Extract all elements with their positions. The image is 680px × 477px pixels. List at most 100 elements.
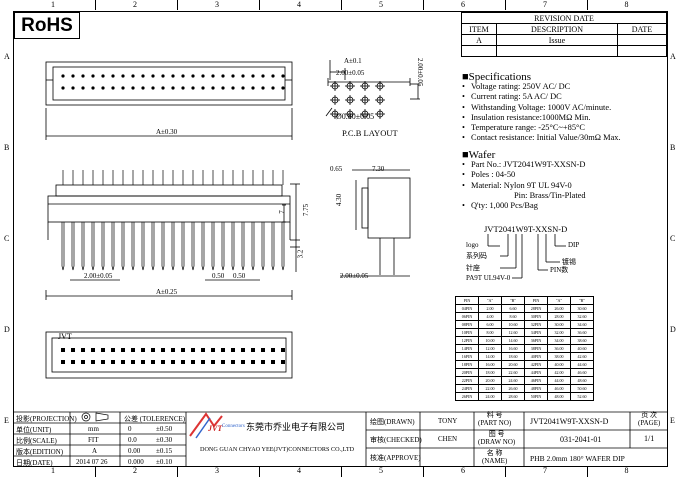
- square-bullet-icon: ■: [462, 71, 469, 83]
- table-cell: 6.00: [478, 320, 502, 329]
- company-name-en: DONG GUAN CHYAO YEE(JVT)CONNECTORS CO.,L…: [200, 446, 355, 453]
- unit-label: 单位(UNIT): [16, 426, 52, 434]
- bottom-view-pin: [181, 348, 185, 352]
- date-value: 2014 07 26: [76, 458, 108, 466]
- dim-a030: A±0.30: [156, 128, 178, 136]
- edition-label: 版本(EDITION): [16, 448, 64, 456]
- table-cell: 38.00: [547, 352, 571, 361]
- side-pin-leg: [251, 222, 255, 271]
- name-label: 名 称 (NAME): [482, 449, 508, 465]
- table-cell: 42.60: [570, 352, 594, 361]
- ruler-col-7: 7: [543, 466, 547, 475]
- side-pin-leg: [261, 222, 265, 271]
- wafer-text: Poles : 04-50: [471, 170, 516, 180]
- breakdown-logo: logo: [466, 241, 479, 249]
- bottom-view-pin: [131, 360, 135, 364]
- hole-diameter: Ø0.80±0.05: [336, 112, 375, 121]
- checked-label: 审核(CHECKED): [370, 436, 422, 444]
- top-view-pin: [131, 74, 135, 78]
- ruler-tick: [587, 0, 588, 10]
- pcb-layout-caption: P.C.B LAYOUT: [342, 128, 398, 138]
- spec-text: Withstanding Voltage: 1000V AC/minute.: [471, 102, 612, 112]
- checked-value: CHEN: [438, 435, 458, 443]
- revision-table: REVISION DATE ITEM DESCRIPTION DATE A Is…: [461, 12, 667, 57]
- bottom-view-pin: [251, 348, 255, 352]
- top-view-pin: [141, 86, 145, 90]
- table-cell: 2.00: [478, 304, 502, 313]
- scale-value: FIT: [88, 436, 99, 444]
- top-view-pin: [171, 74, 175, 78]
- specifications-heading: Specifications: [468, 71, 531, 83]
- bullet-icon: •: [462, 123, 465, 133]
- wafer-item: •Poles : 04-50: [462, 170, 586, 180]
- bottom-view-pin: [61, 348, 65, 352]
- ruler-row-C: C: [4, 233, 10, 243]
- table-cell: 14.00: [478, 352, 502, 361]
- bottom-view-pin: [161, 348, 165, 352]
- table-cell: 10.60: [501, 320, 525, 329]
- top-view-pin: [261, 74, 265, 78]
- table-cell: 24.60: [501, 376, 525, 385]
- bottom-view-pin: [91, 360, 95, 364]
- drawing-frame: [13, 11, 668, 467]
- side-pin-leg: [191, 222, 195, 271]
- top-view-pin: [271, 74, 275, 78]
- dim-730: 7.30: [372, 165, 385, 173]
- bottom-view-pin: [271, 360, 275, 364]
- table-cell: 28PIN: [524, 304, 548, 313]
- side-pin-leg: [171, 222, 175, 271]
- wafer-item: •Q'ty: 1,000 Pcs/Bag: [462, 201, 586, 211]
- bottom-view-pin: [261, 360, 265, 364]
- date-label: 日期(DATE): [16, 459, 53, 467]
- ruler-tick: [95, 467, 96, 477]
- part-no-label: 料 号 (PART NO): [478, 411, 512, 427]
- table-cell: 38.60: [570, 336, 594, 345]
- table-cell: 48.60: [570, 376, 594, 385]
- bottom-view-pin: [181, 360, 185, 364]
- dim-050: 0.50: [212, 272, 225, 280]
- ruler-tick: [259, 0, 260, 10]
- top-view-pin: [161, 86, 165, 90]
- ruler-tick: [505, 0, 506, 10]
- table-cell: 42PIN: [524, 360, 548, 369]
- spec-text: Contact resistance: Initial Value/30mΩ M…: [471, 133, 621, 143]
- top-view-pin: [111, 74, 115, 78]
- pin-table-header-cell: "B": [501, 296, 525, 305]
- top-view-pin: [211, 86, 215, 90]
- table-cell: 32.60: [570, 312, 594, 321]
- part-no-value: JVT2041W9T-XXSN-D: [530, 417, 609, 426]
- table-cell: 16.60: [501, 344, 525, 353]
- table-cell: 46.00: [547, 384, 571, 393]
- wafer-text: Pin: Brass/Tin-Plated: [514, 190, 586, 200]
- table-cell: 32.00: [547, 328, 571, 337]
- table-cell: 18PIN: [455, 360, 479, 369]
- spec-text: Insulation resistance:1000MΩ Min.: [471, 112, 591, 122]
- bottom-view-pin: [141, 360, 145, 364]
- ruler-tick: [587, 467, 588, 477]
- bottom-view-pin: [141, 348, 145, 352]
- bottom-view-pin: [71, 348, 75, 352]
- top-view-pin: [201, 74, 205, 78]
- table-cell: 04PIN: [455, 304, 479, 313]
- side-pin-leg: [111, 222, 115, 271]
- ruler-col-3: 3: [215, 466, 219, 475]
- pin-table-header-cell: "A": [547, 296, 571, 305]
- bottom-view-pin: [191, 360, 195, 364]
- ruler-col-2: 2: [133, 466, 137, 475]
- dim-200-vertical: 2.00±0.05: [416, 58, 424, 87]
- wafer-text: Part No.: JVT2041W9T-XXSN-D: [471, 160, 586, 170]
- table-cell: 08PIN: [455, 320, 479, 329]
- ruler-col-8: 8: [624, 466, 629, 475]
- bottom-view-pin: [201, 348, 205, 352]
- ruler-tick: [341, 0, 342, 10]
- ruler-col-4: 4: [297, 0, 301, 9]
- spec-item: •Withstanding Voltage: 1000V AC/minute.: [462, 103, 621, 113]
- bottom-view-pin: [81, 348, 85, 352]
- bottom-view-pin: [271, 348, 275, 352]
- table-cell: 36PIN: [524, 336, 548, 345]
- side-pin-leg: [101, 222, 105, 271]
- dim-200-side: 2.00±0.05: [84, 272, 113, 280]
